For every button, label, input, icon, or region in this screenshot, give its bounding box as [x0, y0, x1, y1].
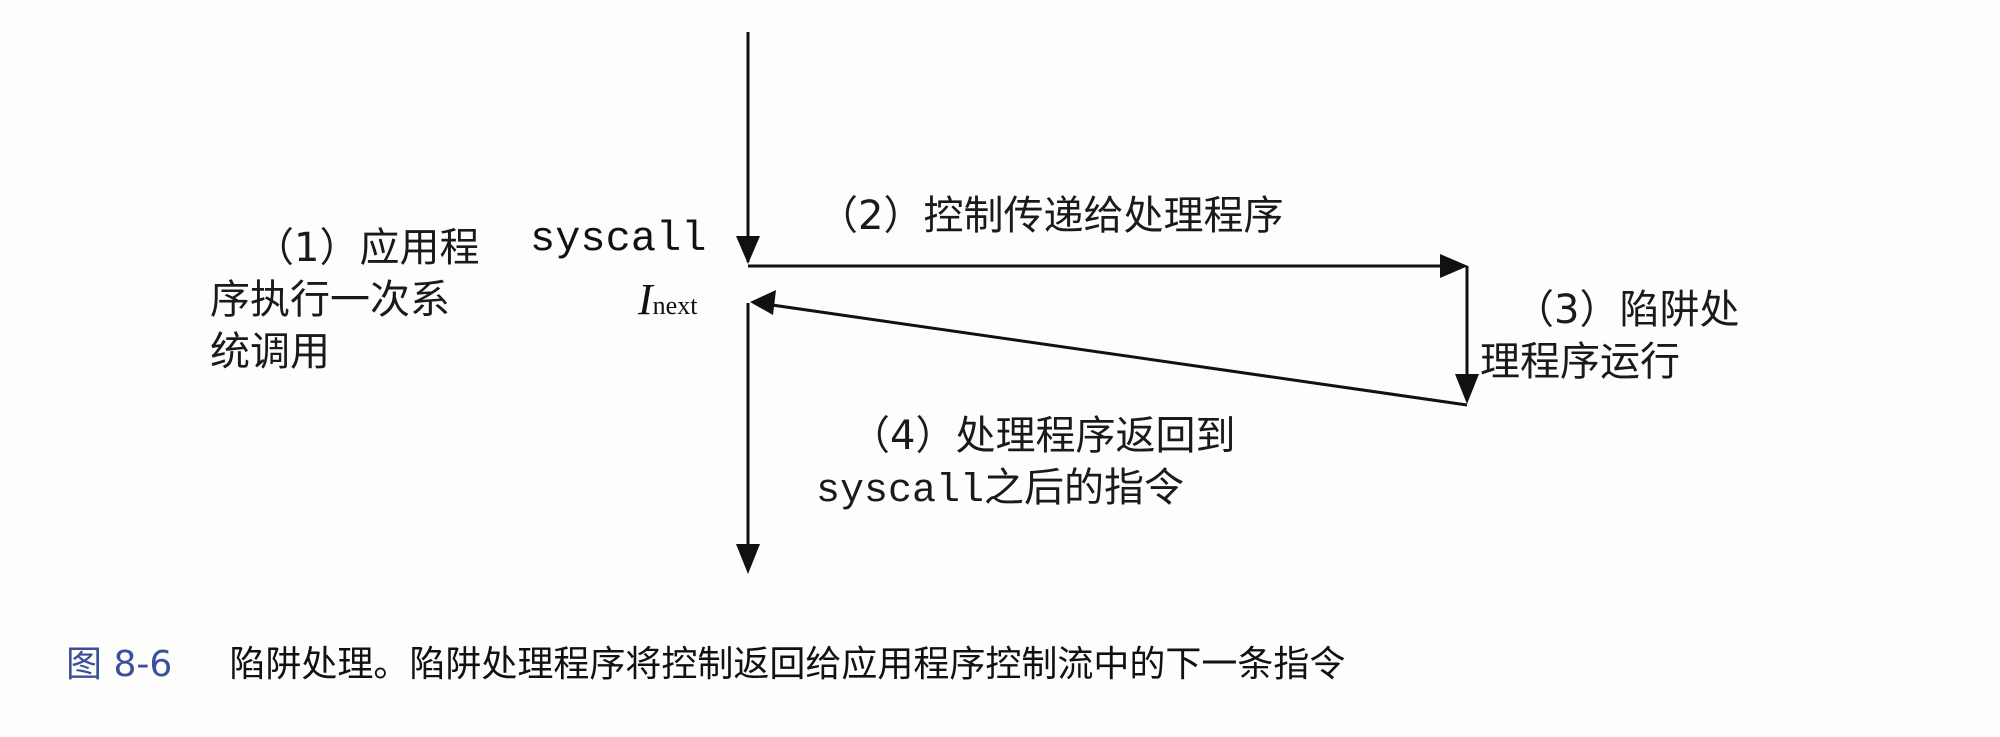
- arrowhead-inext: [750, 290, 776, 315]
- step1-label: （1）应用程 序执行一次系 统调用: [210, 222, 479, 378]
- inext-sub: next: [652, 291, 698, 320]
- caption-number: 图 8-6: [66, 644, 173, 685]
- syscall-label: syscall: [530, 215, 707, 263]
- step3-line2: 理程序运行: [1480, 339, 1680, 385]
- figure-caption: 图 8-6 陷阱处理。陷阱处理程序将控制返回给应用程序控制流中的下一条指令: [66, 640, 1345, 696]
- step1-line1: （1）应用程: [254, 225, 480, 271]
- arrowhead-continue: [736, 544, 760, 574]
- step1-line2: 序执行一次系: [210, 277, 450, 323]
- step1-line3: 统调用: [210, 329, 330, 375]
- step4-code: syscall: [816, 469, 985, 514]
- caption-text: 陷阱处理。陷阱处理程序将控制返回给应用程序控制流中的下一条指令: [229, 644, 1346, 685]
- arrowhead-syscall: [736, 236, 760, 264]
- step4-rest: 之后的指令: [984, 465, 1185, 511]
- step4-line2: syscall之后的指令: [816, 462, 1235, 518]
- arrowhead-handler: [1440, 254, 1468, 278]
- step4-line1: （4）处理程序返回到: [850, 413, 1236, 459]
- inext-label: Inext: [638, 276, 697, 333]
- return-arrow: [757, 301, 1468, 407]
- arrowhead-handler-end: [1455, 374, 1479, 404]
- inext-main: I: [638, 275, 653, 324]
- step4-label: （4）处理程序返回到 syscall之后的指令: [816, 410, 1235, 518]
- step3-label: （3）陷阱处 理程序运行: [1480, 284, 1739, 388]
- step2-label: （2）控制传递给处理程序: [818, 193, 1284, 239]
- step3-line1: （3）陷阱处: [1514, 287, 1740, 333]
